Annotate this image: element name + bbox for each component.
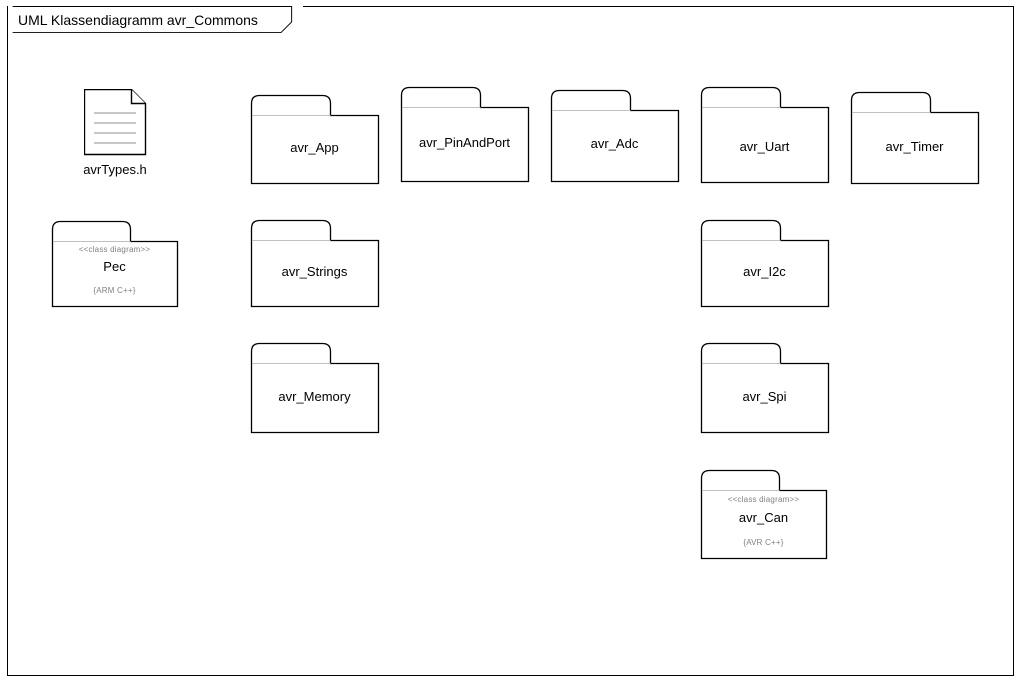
package-shape: [400, 86, 530, 183]
package-node-avr-strings[interactable]: avr_Strings: [250, 219, 380, 308]
package-tagged-value: {ARM C++}: [93, 286, 136, 295]
package-shape: [700, 469, 828, 560]
package-name: avr_Adc: [590, 136, 639, 151]
package-name: avr_Uart: [739, 139, 790, 154]
package-shape: [550, 89, 680, 183]
package-name: avr_App: [290, 140, 339, 155]
package-shape: [250, 94, 380, 185]
package-shape: [250, 219, 380, 308]
file-node-avrtypes-h[interactable]: avrTypes.h: [83, 89, 147, 177]
package-node-avr-i2c[interactable]: avr_I2c: [700, 219, 830, 308]
package-shape: [700, 342, 830, 434]
package-name: Pec: [103, 259, 126, 274]
package-shape: [850, 91, 980, 185]
diagram-frame: [7, 6, 1014, 676]
package-node-avr-uart[interactable]: avr_Uart: [700, 86, 830, 184]
file-node-label: avrTypes.h: [83, 162, 147, 177]
package-name: avr_PinAndPort: [418, 135, 511, 150]
package-node-avr-spi[interactable]: avr_Spi: [700, 342, 830, 434]
package-node-avr-memory[interactable]: avr_Memory: [250, 342, 380, 434]
package-shape: [250, 342, 380, 434]
diagram-title-tab[interactable]: UML Klassendiagramm avr_Commons: [7, 6, 304, 34]
file-icon: [84, 89, 147, 156]
package-node-pec[interactable]: <<class diagram>> Pec {ARM C++}: [51, 220, 179, 308]
package-name: avr_Spi: [742, 389, 787, 404]
package-name: avr_Timer: [885, 139, 944, 154]
package-shape: [51, 220, 179, 308]
package-stereotype: <<class diagram>>: [727, 495, 800, 504]
package-node-avr-adc[interactable]: avr_Adc: [550, 89, 680, 183]
package-node-avr-app[interactable]: avr_App: [250, 94, 380, 185]
package-shape: [700, 86, 830, 184]
package-name: avr_Strings: [281, 264, 348, 279]
package-stereotype: <<class diagram>>: [78, 245, 151, 254]
package-node-avr-pinandport[interactable]: avr_PinAndPort: [400, 86, 530, 183]
package-name: avr_Memory: [278, 389, 351, 404]
package-tagged-value: {AVR C++}: [743, 538, 784, 547]
diagram-title-tab-shape: [12, 6, 293, 34]
diagram-title: UML Klassendiagramm avr_Commons: [18, 12, 258, 28]
package-name: avr_I2c: [743, 264, 786, 279]
package-node-avr-can[interactable]: <<class diagram>> avr_Can {AVR C++}: [700, 469, 828, 560]
package-node-avr-timer[interactable]: avr_Timer: [850, 91, 980, 185]
package-shape: [700, 219, 830, 308]
diagram-frame-top-border: [303, 6, 1014, 7]
package-name: avr_Can: [738, 510, 789, 525]
